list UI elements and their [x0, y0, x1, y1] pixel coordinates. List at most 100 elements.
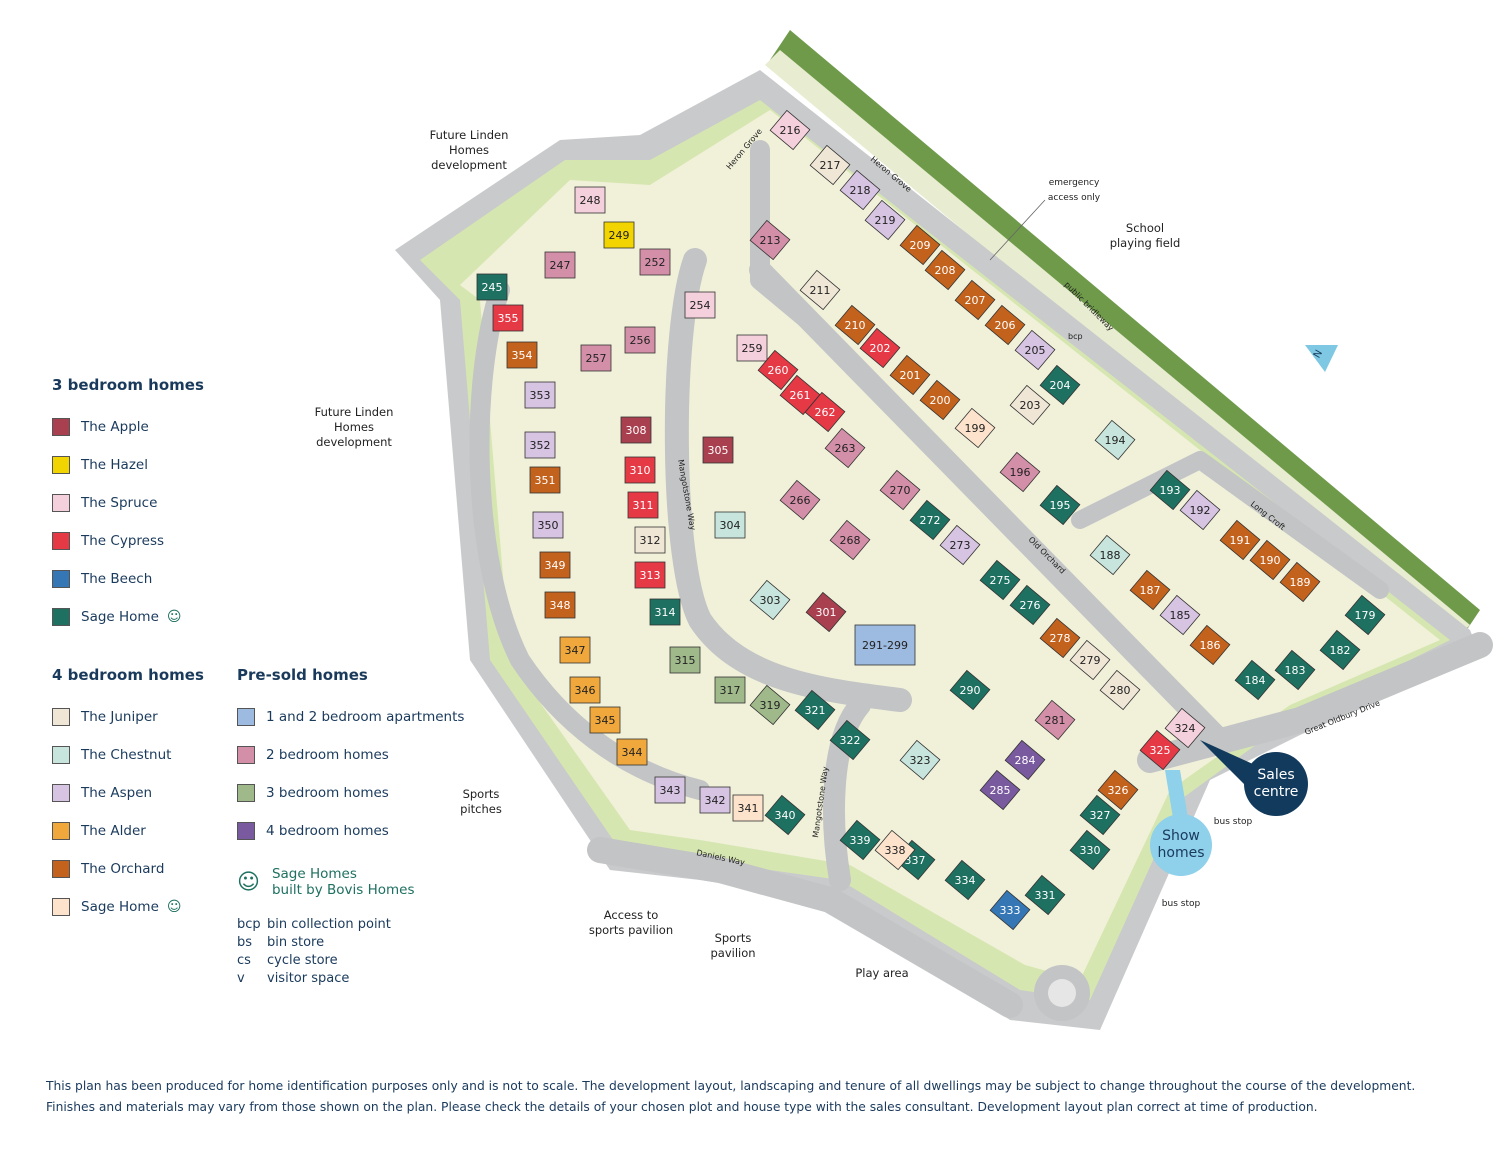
plot-199[interactable] [954, 407, 996, 449]
plot-187[interactable] [1129, 569, 1171, 611]
plot-311[interactable] [627, 491, 659, 519]
plot-185[interactable] [1159, 594, 1201, 636]
plot-272[interactable] [909, 499, 951, 541]
plot-205[interactable] [1014, 329, 1056, 371]
plot-303[interactable] [749, 579, 791, 621]
plot-284[interactable] [1004, 739, 1046, 781]
plot-245[interactable] [476, 273, 508, 301]
plot-184[interactable] [1234, 659, 1276, 701]
plot-341[interactable] [732, 794, 764, 822]
plot-182[interactable] [1319, 629, 1361, 671]
plot-200[interactable] [919, 379, 961, 421]
plot-317[interactable] [714, 676, 746, 704]
plot-346[interactable] [569, 676, 601, 704]
plot-313[interactable] [634, 561, 666, 589]
plot-279[interactable] [1069, 639, 1111, 681]
plot-193[interactable] [1149, 469, 1191, 511]
plot-275[interactable] [979, 559, 1021, 601]
plot-266[interactable] [779, 479, 821, 521]
plot-301[interactable] [805, 591, 847, 633]
plot-325[interactable] [1139, 729, 1181, 771]
plot-319[interactable] [749, 684, 791, 726]
plot-308[interactable] [620, 416, 652, 444]
plot-211[interactable] [799, 269, 841, 311]
plot-353[interactable] [524, 381, 556, 409]
plot-270[interactable] [879, 469, 921, 511]
plot-183[interactable] [1274, 649, 1316, 691]
plot-203[interactable] [1009, 384, 1051, 426]
plot-291-299[interactable] [854, 624, 916, 666]
plot-347[interactable] [559, 636, 591, 664]
plot-312[interactable] [634, 526, 666, 554]
plot-338[interactable] [874, 829, 916, 871]
plot-217[interactable] [809, 144, 851, 186]
plot-352[interactable] [524, 431, 556, 459]
plot-326[interactable] [1097, 769, 1139, 811]
plot-343[interactable] [654, 776, 686, 804]
plot-321[interactable] [794, 689, 836, 731]
plot-186[interactable] [1189, 624, 1231, 666]
plot-219[interactable] [864, 199, 906, 241]
plot-280[interactable] [1099, 669, 1141, 711]
plot-305[interactable] [702, 436, 734, 464]
plot-355[interactable] [492, 304, 524, 332]
plot-263[interactable] [824, 427, 866, 469]
sales-centre-callout[interactable]: Sales centre [1244, 752, 1308, 816]
plot-248[interactable] [574, 186, 606, 214]
plot-207[interactable] [954, 279, 996, 321]
plot-262[interactable] [804, 391, 846, 433]
plot-268[interactable] [829, 519, 871, 561]
plot-202[interactable] [859, 327, 901, 369]
plot-189[interactable] [1279, 561, 1321, 603]
plot-208[interactable] [924, 249, 966, 291]
plot-276[interactable] [1009, 584, 1051, 626]
plot-204[interactable] [1039, 364, 1081, 406]
plot-179[interactable] [1344, 594, 1386, 636]
plot-314[interactable] [649, 598, 681, 626]
plot-257[interactable] [580, 344, 612, 372]
plot-281[interactable] [1034, 699, 1076, 741]
plot-323[interactable] [899, 739, 941, 781]
plot-349[interactable] [539, 551, 571, 579]
plot-249[interactable] [603, 221, 635, 249]
plot-354[interactable] [506, 341, 538, 369]
plot-256[interactable] [624, 326, 656, 354]
plot-330[interactable] [1069, 829, 1111, 871]
plot-340[interactable] [764, 794, 806, 836]
plot-285[interactable] [979, 769, 1021, 811]
plot-254[interactable] [684, 291, 716, 319]
plot-190[interactable] [1249, 539, 1291, 581]
plot-206[interactable] [984, 304, 1026, 346]
plot-209[interactable] [899, 224, 941, 266]
plot-194[interactable] [1094, 419, 1136, 461]
plot-218[interactable] [839, 169, 881, 211]
plot-331[interactable] [1024, 874, 1066, 916]
plot-278[interactable] [1039, 617, 1081, 659]
plot-350[interactable] [532, 511, 564, 539]
show-homes-callout[interactable]: Show homes [1150, 814, 1212, 876]
plot-345[interactable] [589, 706, 621, 734]
plot-213[interactable] [749, 219, 791, 261]
plot-304[interactable] [714, 511, 746, 539]
plot-344[interactable] [616, 738, 648, 766]
plot-333[interactable] [989, 889, 1031, 931]
plot-259[interactable] [736, 334, 768, 362]
plot-192[interactable] [1179, 489, 1221, 531]
plot-322[interactable] [829, 719, 871, 761]
plot-327[interactable] [1079, 794, 1121, 836]
plot-342[interactable] [699, 786, 731, 814]
plot-310[interactable] [624, 456, 656, 484]
plot-188[interactable] [1089, 534, 1131, 576]
plot-339[interactable] [839, 819, 881, 861]
plot-290[interactable] [949, 669, 991, 711]
plot-247[interactable] [544, 251, 576, 279]
plot-348[interactable] [544, 591, 576, 619]
plot-315[interactable] [669, 646, 701, 674]
plot-351[interactable] [529, 466, 561, 494]
plot-260[interactable] [757, 349, 799, 391]
plot-324[interactable] [1164, 707, 1206, 749]
plot-201[interactable] [889, 354, 931, 396]
plot-252[interactable] [639, 248, 671, 276]
plot-216[interactable] [769, 109, 811, 151]
plot-191[interactable] [1219, 519, 1261, 561]
